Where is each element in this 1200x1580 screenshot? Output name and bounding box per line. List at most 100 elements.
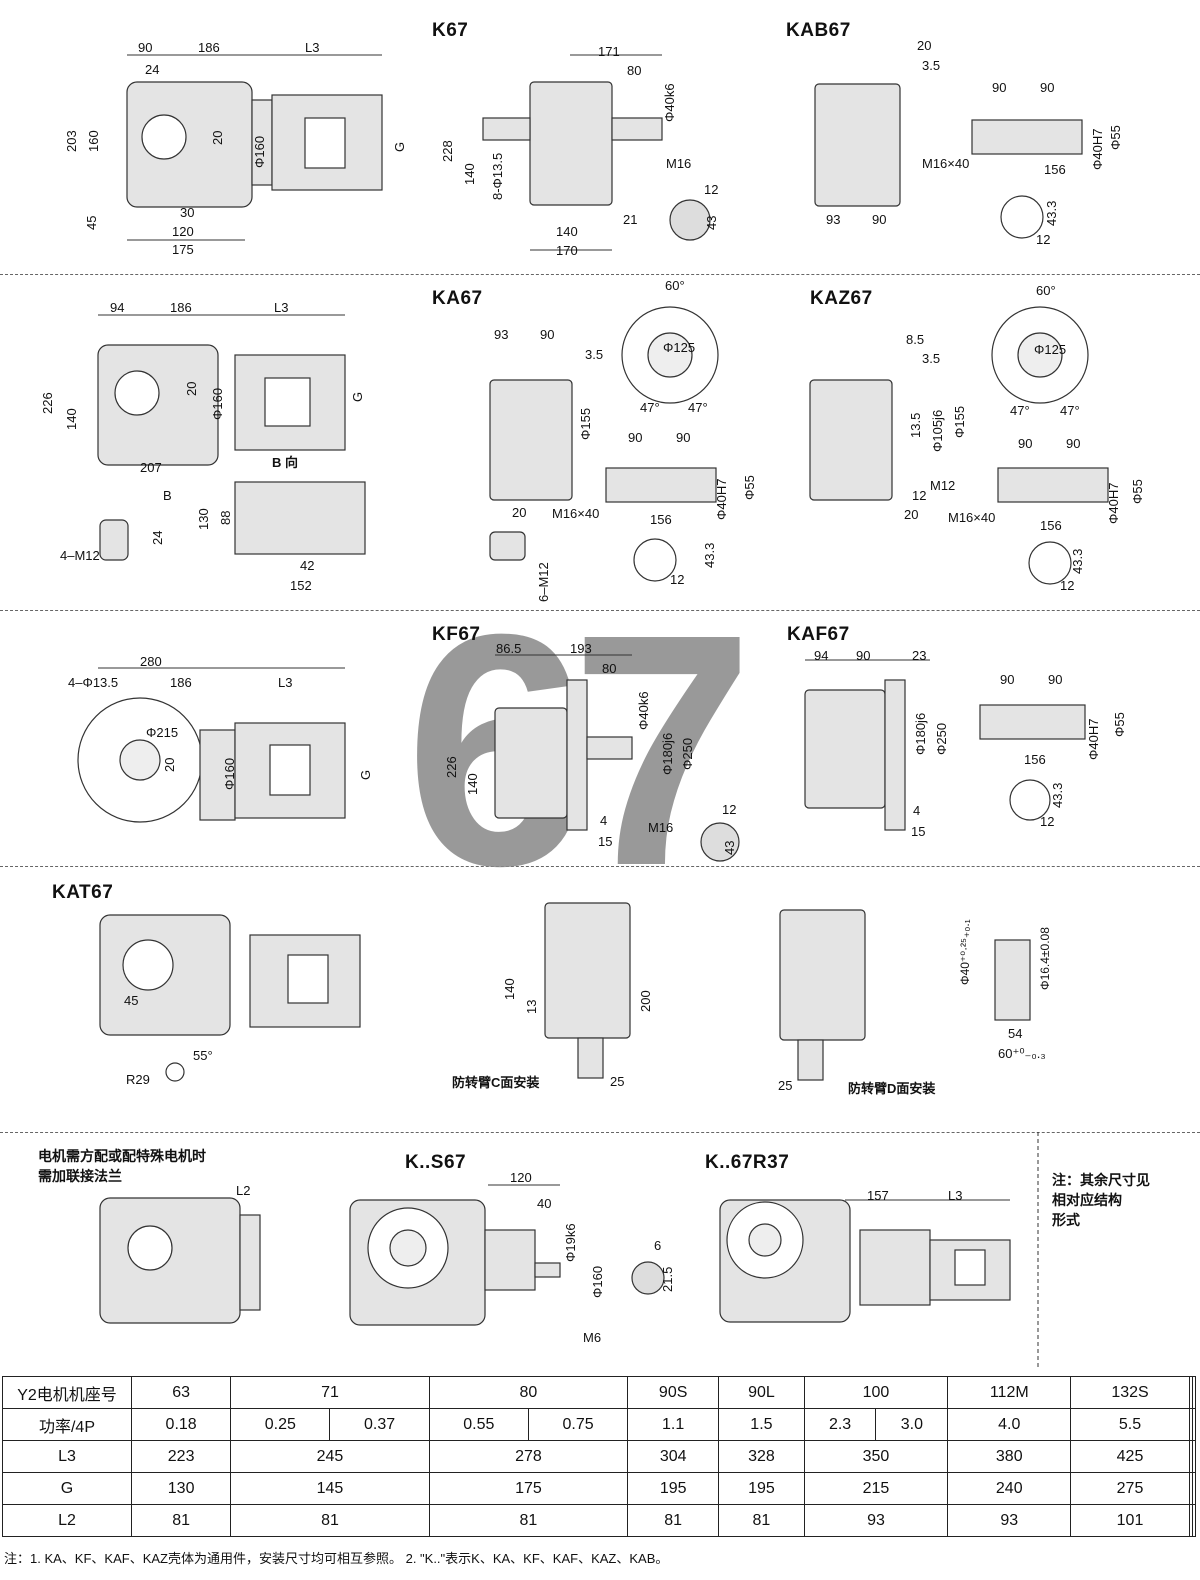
row-header: Y2电机机座号 (2, 1376, 132, 1409)
dim-label: 93 (494, 327, 509, 342)
dim-label: 156 (650, 512, 672, 527)
dim-label: Φ160 (222, 757, 237, 790)
kf-shaft (586, 736, 633, 760)
dim-label: Φ40k6 (662, 83, 677, 122)
dim-label: 8.5 (906, 332, 925, 347)
dim-label: Φ155 (578, 407, 593, 440)
table-cell: 2.3 (803, 1408, 877, 1441)
dim-label: 43 (704, 215, 719, 230)
dim-label: 43.3 (1044, 200, 1059, 226)
table-cell: 81 (627, 1504, 720, 1537)
table-cell: 145 (230, 1472, 430, 1505)
row-header: L3 (2, 1440, 132, 1473)
dim-label: Φ40H7 (1086, 718, 1101, 760)
kf-terminal-box (269, 744, 311, 796)
kab-key-section (1000, 195, 1044, 239)
title-k67: K67 (432, 20, 469, 41)
k67-key-section (669, 199, 711, 241)
table-cell (1191, 1408, 1197, 1441)
table-cell: 112M (947, 1376, 1072, 1409)
dim-label: 90 (1048, 672, 1063, 687)
dim-label: 12 (704, 182, 719, 197)
dim-label: 94 (110, 300, 125, 315)
table-cell: 81 (230, 1504, 430, 1537)
dim-label: 90 (992, 80, 1007, 95)
r37-bore (748, 1223, 782, 1257)
dim-label: 186 (170, 300, 192, 315)
kaz-housing (809, 379, 893, 501)
dim-label: L3 (305, 40, 320, 55)
dim-label: 25 (610, 1074, 625, 1089)
ka-bore (114, 370, 160, 416)
dim-label: 60⁺⁰₋₀.₃ (998, 1046, 1046, 1061)
dim-label: 45 (84, 215, 99, 230)
table-cell: 1.1 (627, 1408, 720, 1441)
table-cell: 195 (627, 1472, 720, 1505)
dim-label: 156 (1044, 162, 1066, 177)
table-cell: 0.75 (527, 1408, 629, 1441)
table-cell: 3.0 (875, 1408, 949, 1441)
dim-label: Φ125 (663, 340, 696, 355)
dim-label: 94 (814, 648, 829, 663)
motor-note-housing (99, 1197, 241, 1324)
dim-label: 186 (198, 40, 220, 55)
dim-label: Φ55 (1130, 479, 1145, 504)
dim-label: 25 (778, 1078, 793, 1093)
side-note: 注：其余尺寸见 相对应结构 形式 (1052, 1172, 1150, 1228)
dim-label: 23 (912, 648, 927, 663)
dim-label: 90 (1040, 80, 1055, 95)
dim-label: 12 (670, 572, 685, 587)
k67-output-bore (141, 114, 187, 160)
ks-adapter (484, 1229, 536, 1291)
dim-label: 12 (1040, 814, 1055, 829)
dim-label: G (350, 391, 365, 402)
dim-label: 140 (502, 978, 517, 1000)
kat-d-housing (779, 909, 866, 1041)
dim-label: R29 (126, 1072, 150, 1087)
kat-c-arm (577, 1037, 604, 1079)
band-kf67 (0, 610, 1200, 867)
dim-label: 120 (172, 224, 194, 239)
dim-label: 60° (665, 278, 685, 293)
kab-housing (814, 83, 901, 207)
dim-label: 80 (627, 63, 642, 78)
dim-label: 21.5 (660, 1266, 675, 1292)
ks-bore (389, 1229, 427, 1267)
dim-label: 24 (145, 62, 160, 77)
table-cell: 380 (947, 1440, 1072, 1473)
ka-terminal-box (264, 377, 311, 427)
dim-label: 13 (524, 999, 539, 1014)
footer-notes: 注：1. KA、KF、KAF、KAZ壳体为通用件，安装尺寸均可相互参照。 2. … (4, 1551, 669, 1566)
kab-hollow-shaft (971, 119, 1083, 155)
dim-label: 6–M12 (536, 562, 551, 602)
kaf-flange-plate (884, 679, 906, 831)
dim-label: Φ160 (210, 387, 225, 420)
ka-key-section (633, 538, 677, 582)
dim-label: 40 (537, 1196, 552, 1211)
kf-front-housing (494, 707, 568, 819)
table-cell: 195 (718, 1472, 805, 1505)
dim-label: 157 (867, 1188, 889, 1203)
dim-label: 86.5 (496, 641, 522, 656)
row-header: G (2, 1472, 132, 1505)
dim-label: 90 (628, 430, 643, 445)
dim-label: 47° (688, 400, 708, 415)
dim-label: 12 (722, 802, 737, 817)
kf-key-section (700, 822, 740, 862)
dim-label: M16×40 (552, 506, 600, 521)
dim-label: 43.3 (1070, 548, 1085, 574)
k67-shaft (611, 117, 663, 141)
table-cell: 90L (718, 1376, 805, 1409)
dim-label: 90 (856, 648, 871, 663)
table-cell: 328 (718, 1440, 805, 1473)
dim-label: 20 (917, 38, 932, 53)
dim-label: L3 (274, 300, 289, 315)
dim-label: 45 (124, 993, 139, 1008)
table-cell (1191, 1504, 1197, 1537)
dim-label: 60° (1036, 283, 1056, 298)
ka-housing (97, 344, 219, 466)
